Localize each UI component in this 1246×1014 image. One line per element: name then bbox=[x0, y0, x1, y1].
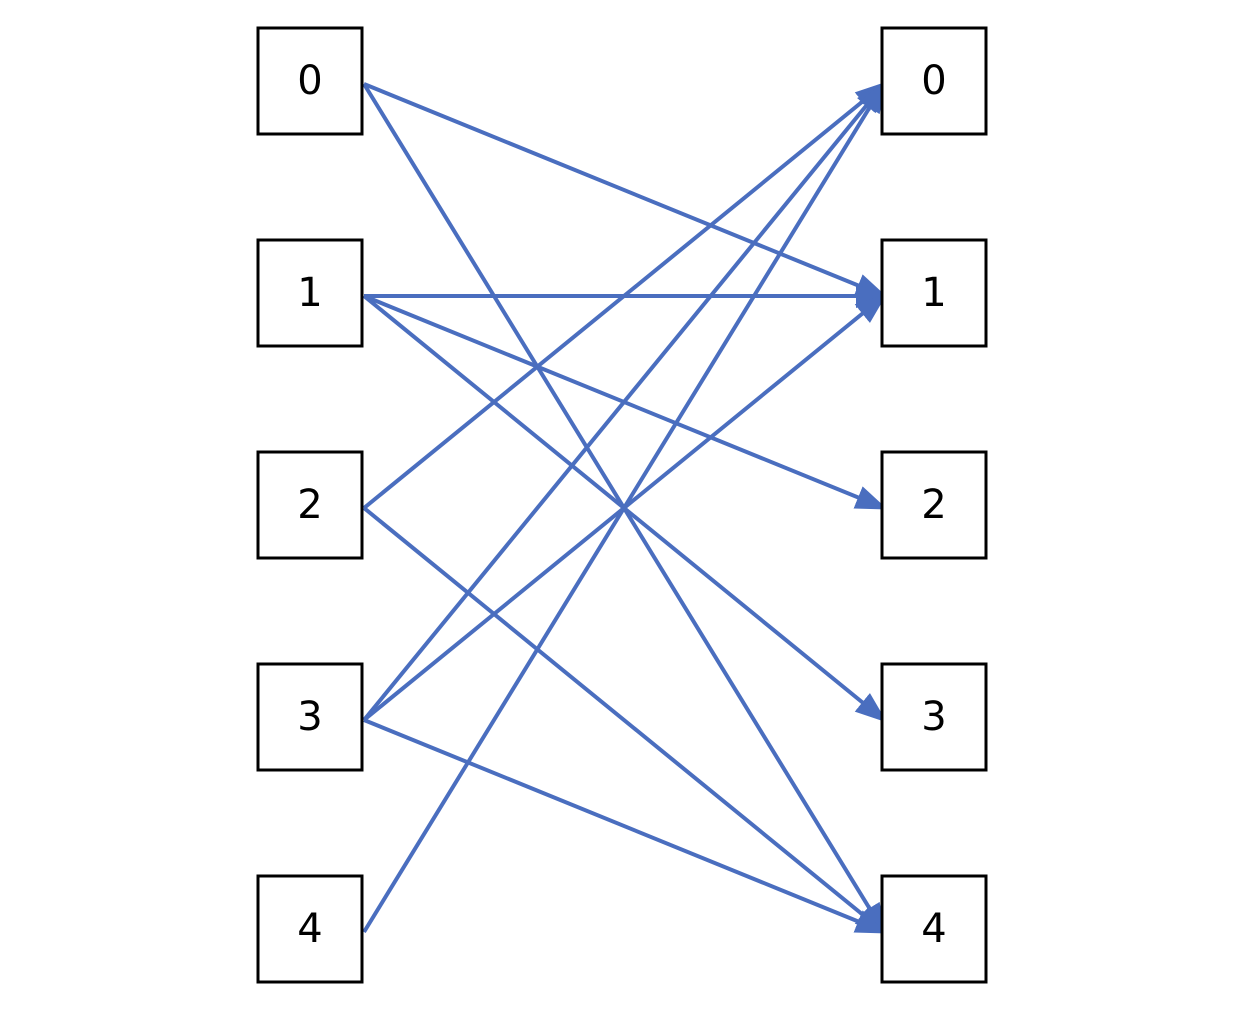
right-node-4-label: 4 bbox=[921, 906, 946, 952]
right-node-0-label: 0 bbox=[921, 58, 946, 104]
left-node-1-label: 1 bbox=[297, 270, 322, 316]
edge-3-to-0 bbox=[362, 80, 887, 722]
left-column: 0 1 2 3 4 bbox=[256, 26, 364, 984]
left-node-0-label: 0 bbox=[297, 58, 322, 104]
left-node-4-label: 4 bbox=[297, 906, 322, 952]
right-node-4: 4 bbox=[880, 874, 988, 984]
left-node-1: 1 bbox=[256, 238, 364, 348]
left-node-4: 4 bbox=[256, 874, 364, 984]
right-node-3-box bbox=[880, 662, 988, 772]
left-node-4-box bbox=[256, 874, 364, 984]
left-node-1-box bbox=[256, 238, 364, 348]
left-node-2-label: 2 bbox=[297, 482, 322, 528]
right-node-3-label: 3 bbox=[921, 694, 946, 740]
right-node-0: 0 bbox=[880, 26, 988, 136]
right-node-2-box bbox=[880, 450, 988, 560]
right-node-2: 2 bbox=[880, 450, 988, 560]
edges-layer bbox=[362, 80, 888, 936]
left-node-2-box bbox=[256, 450, 364, 560]
left-node-3-label: 3 bbox=[297, 694, 322, 740]
edge-2-to-4 bbox=[362, 506, 888, 935]
right-node-1: 1 bbox=[880, 238, 988, 348]
left-node-0-box bbox=[256, 26, 364, 136]
edge-2-to-0 bbox=[362, 81, 888, 510]
right-column: 0 1 2 3 4 bbox=[880, 26, 988, 984]
right-node-1-label: 1 bbox=[921, 270, 946, 316]
right-node-1-box bbox=[880, 238, 988, 348]
right-node-3: 3 bbox=[880, 662, 988, 772]
right-node-2-label: 2 bbox=[921, 482, 946, 528]
edge-0-to-1 bbox=[363, 82, 888, 298]
edge-3-to-4 bbox=[363, 718, 888, 934]
left-node-0: 0 bbox=[256, 26, 364, 136]
right-node-4-box bbox=[880, 874, 988, 984]
left-node-3-box bbox=[256, 662, 364, 772]
edge-4-to-0 bbox=[362, 80, 887, 934]
right-node-0-box bbox=[880, 26, 988, 136]
left-node-2: 2 bbox=[256, 450, 364, 560]
left-node-3: 3 bbox=[256, 662, 364, 772]
